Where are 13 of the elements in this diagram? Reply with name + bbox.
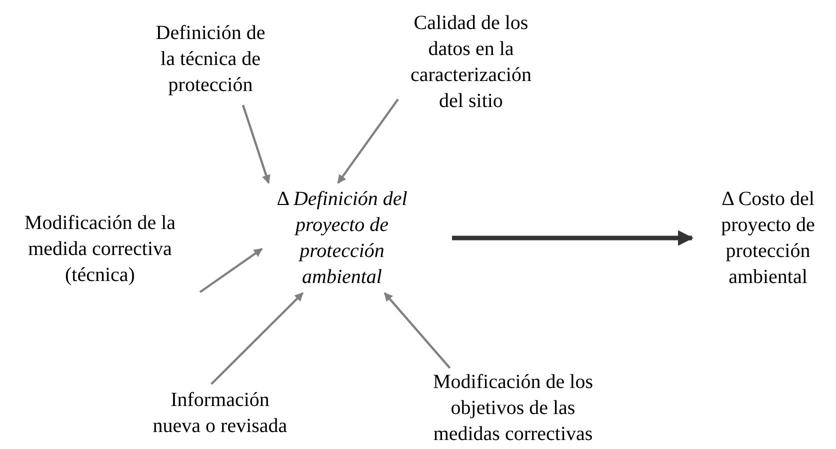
arrow [384,292,451,369]
factor-text: Calidad de los datos en la caracterización del sitio [409,11,532,114]
factor-text: Modificación de los objetivos de las medidas correctivas [432,370,594,447]
arrow [452,230,694,246]
factor-text: Modificación de la medida correctiva (técnica) [23,211,177,288]
arrow [210,292,304,385]
central-concept-text: Δ Definición del proyecto de protección ambiental [276,187,408,290]
arrow [199,248,263,294]
arrow [242,104,270,184]
arrow [337,98,399,184]
factor-text: Información nueva o revisada [152,388,288,439]
factor-text: Definición de la técnica de protección [154,20,266,98]
outcome-text: Δ Costo del proyecto de protección ambiental [720,187,816,290]
